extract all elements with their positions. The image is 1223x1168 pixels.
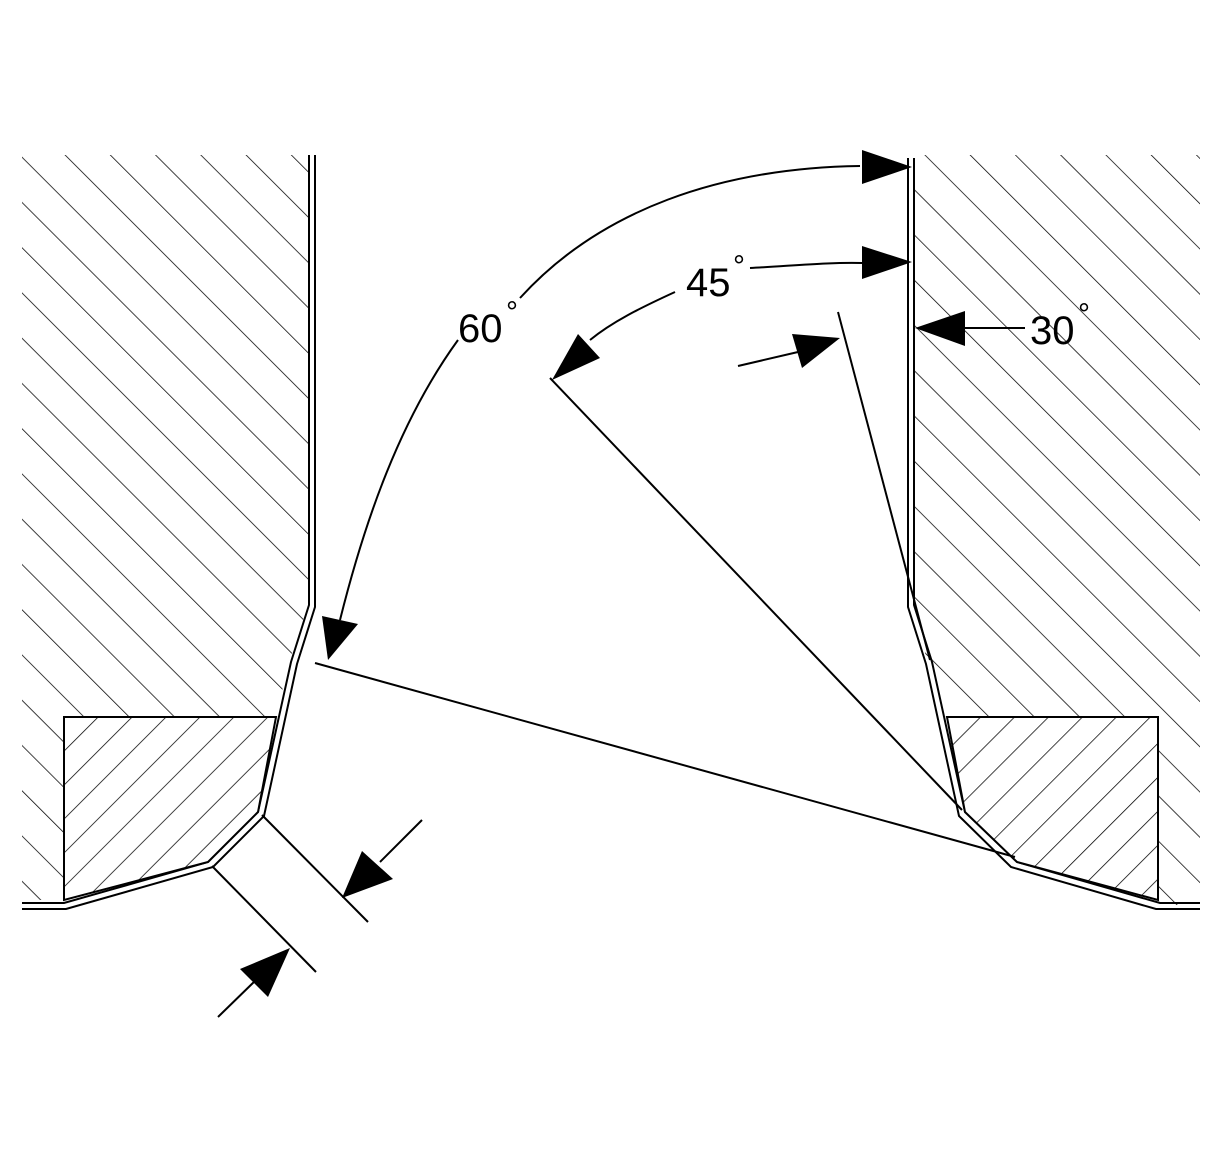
angle-reference-lines: [314, 311, 1016, 858]
leader-30-left: [737, 351, 799, 367]
line-60-degree: [314, 662, 1016, 858]
arrowhead-60-bottom: [322, 616, 358, 660]
angle-60-dimension: [322, 150, 912, 660]
right-seat-hatch: [945, 716, 1159, 902]
arrowhead-45-bottom: [552, 334, 600, 380]
left-head-hatch: [22, 155, 308, 900]
extension-line-upper: [261, 814, 369, 923]
degree-symbol-60: °: [506, 296, 518, 329]
arrowhead-width-lower: [240, 948, 290, 997]
right-valve-seat-insert: [945, 716, 1159, 902]
angle-45-dimension: [552, 246, 912, 380]
arc-60-lower: [339, 339, 459, 621]
arc-45-upper: [749, 261, 863, 269]
arrowhead-30-left: [792, 334, 840, 368]
line-30-degree: [837, 311, 931, 661]
left-valve-seat-insert: [63, 716, 278, 902]
arrowhead-30-right: [915, 311, 965, 346]
arrowhead-width-upper: [342, 851, 393, 898]
arrowhead-45-top: [862, 246, 912, 279]
label-45-degree: 45 °: [686, 250, 745, 305]
arc-60-upper: [519, 165, 861, 299]
label-60-degree: 60 °: [458, 296, 518, 351]
degree-symbol-30: °: [1078, 298, 1090, 331]
extension-line-lower: [211, 865, 317, 973]
dimension-leader-upper: [379, 819, 423, 863]
label-60-value: 60: [458, 307, 503, 351]
arrowhead-60-top: [862, 150, 912, 184]
degree-symbol-45: °: [733, 250, 745, 283]
label-30-value: 30: [1030, 309, 1075, 353]
seat-width-dimension: [211, 814, 423, 1018]
arc-45-lower: [589, 291, 676, 341]
label-45-value: 45: [686, 261, 731, 305]
label-30-degree: 30 °: [1030, 298, 1090, 353]
angle-30-dimension: [737, 311, 1025, 368]
dimension-leader-lower: [217, 977, 259, 1018]
right-head-hatch: [915, 155, 1200, 905]
line-45-degree: [549, 377, 963, 811]
